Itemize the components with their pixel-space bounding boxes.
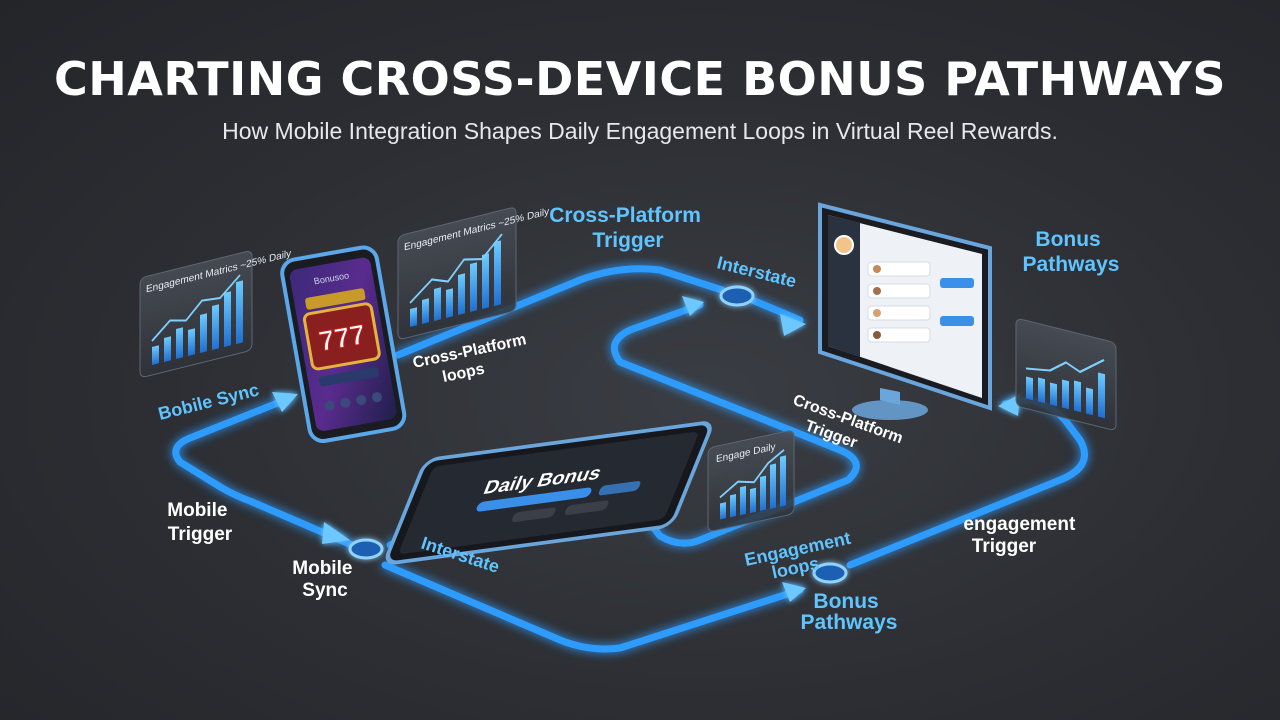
label-interstate-top: Interstate — [715, 252, 798, 291]
bar-chart-icon — [410, 240, 501, 328]
chart-card-mid: Engage Daily — [707, 430, 795, 532]
bar-chart-icon — [152, 280, 243, 366]
label-cross-platform-trigger-top: Cross-Platform Trigger — [549, 204, 707, 252]
tablet: Daily Bonus — [385, 421, 712, 565]
label-mobile-trigger: Mobile Trigger — [167, 500, 233, 545]
arrow-icon — [998, 394, 1020, 416]
label-mobile-sync: Mobile Sync — [292, 558, 357, 601]
node-icon — [719, 285, 755, 307]
node-icon — [812, 562, 848, 584]
path-left-loop — [172, 394, 356, 549]
label-bonus-pathways-bottom: Bonus Pathways — [801, 590, 898, 634]
bar-chart-icon — [720, 455, 786, 520]
arrow-icon — [782, 582, 806, 602]
desktop-monitor — [818, 202, 992, 420]
label-bonus-pathways-top: Bonus Pathways — [1023, 228, 1120, 276]
path-interstate-to-monitor — [748, 296, 804, 324]
path-upper — [394, 265, 726, 359]
smartphone: Bonusoo 777 — [280, 245, 407, 443]
nodes — [348, 285, 848, 584]
arrow-icon — [322, 522, 350, 544]
chart-card-upper: Engagement Matrics ~25% Daily — [397, 206, 550, 340]
arrow-icon — [780, 314, 806, 336]
arrow-icon — [682, 296, 704, 316]
avatar-icon — [834, 235, 854, 255]
label-engagement-trigger: engagement Trigger — [963, 514, 1080, 557]
page-subtitle: How Mobile Integration Shapes Daily Enga… — [222, 118, 1058, 144]
path-middle-loop — [610, 301, 860, 547]
bar-chart-icon — [1026, 372, 1105, 419]
user-list — [867, 261, 974, 343]
path-bottom-curve — [381, 561, 804, 653]
chart-card-right — [1015, 318, 1117, 431]
node-icon — [348, 538, 384, 560]
page-title: CHARTING CROSS-DEVICE BONUS PATHWAYS — [54, 52, 1226, 106]
slot-reels: 777 — [316, 319, 367, 358]
slot-reel-icon — [302, 302, 381, 371]
arrow-icon — [272, 392, 298, 412]
chart-card-left: Engagement Matrics ~25% Daily — [139, 248, 292, 378]
